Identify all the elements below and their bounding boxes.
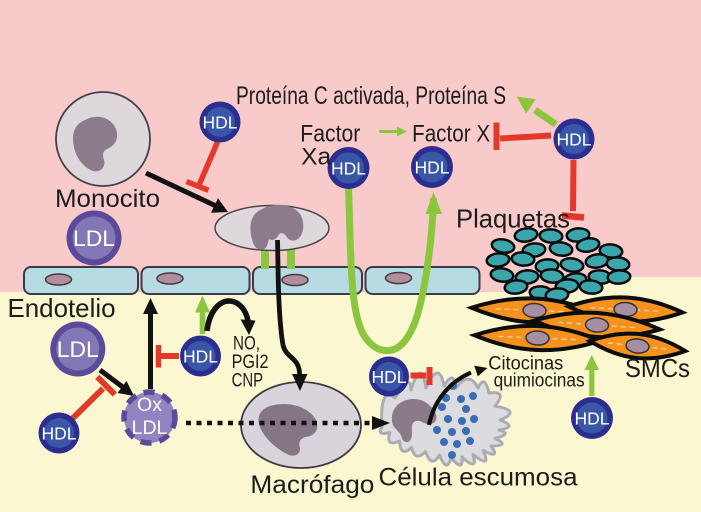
svg-text:Factor: Factor [300, 121, 360, 148]
svg-text:quimiocinas: quimiocinas [494, 371, 585, 392]
svg-text:Monocito: Monocito [55, 185, 160, 213]
svg-text:LDL: LDL [132, 417, 168, 439]
svg-text:Plaquetas: Plaquetas [456, 204, 570, 234]
svg-text:Citocinas: Citocinas [488, 354, 563, 375]
svg-text:HDL: HDL [557, 130, 592, 150]
svg-text:Macrófago: Macrófago [250, 471, 374, 499]
svg-text:Endotelio: Endotelio [8, 293, 116, 323]
svg-text:HDL: HDL [203, 113, 238, 133]
svg-text:Proteína C activada, Proteína: Proteína C activada, Proteína S [236, 82, 506, 110]
svg-text:HDL: HDL [42, 424, 77, 444]
svg-text:NO,: NO, [233, 334, 260, 355]
svg-text:Xa: Xa [301, 144, 332, 171]
svg-text:Célula escumosa: Célula escumosa [379, 464, 578, 492]
svg-text:PGI2: PGI2 [232, 352, 269, 373]
svg-text:LDL: LDL [73, 226, 115, 251]
svg-text:CNP: CNP [232, 371, 264, 392]
svg-text:HDL: HDL [372, 367, 407, 387]
svg-text:HDL: HDL [183, 347, 218, 367]
svg-text:HDL: HDL [415, 158, 450, 178]
svg-text:SMCs: SMCs [625, 353, 690, 383]
svg-text:HDL: HDL [575, 409, 610, 429]
svg-text:Factor X: Factor X [412, 121, 490, 148]
svg-text:LDL: LDL [57, 337, 99, 362]
svg-text:HDL: HDL [331, 159, 366, 179]
svg-text:Ox: Ox [137, 394, 162, 416]
